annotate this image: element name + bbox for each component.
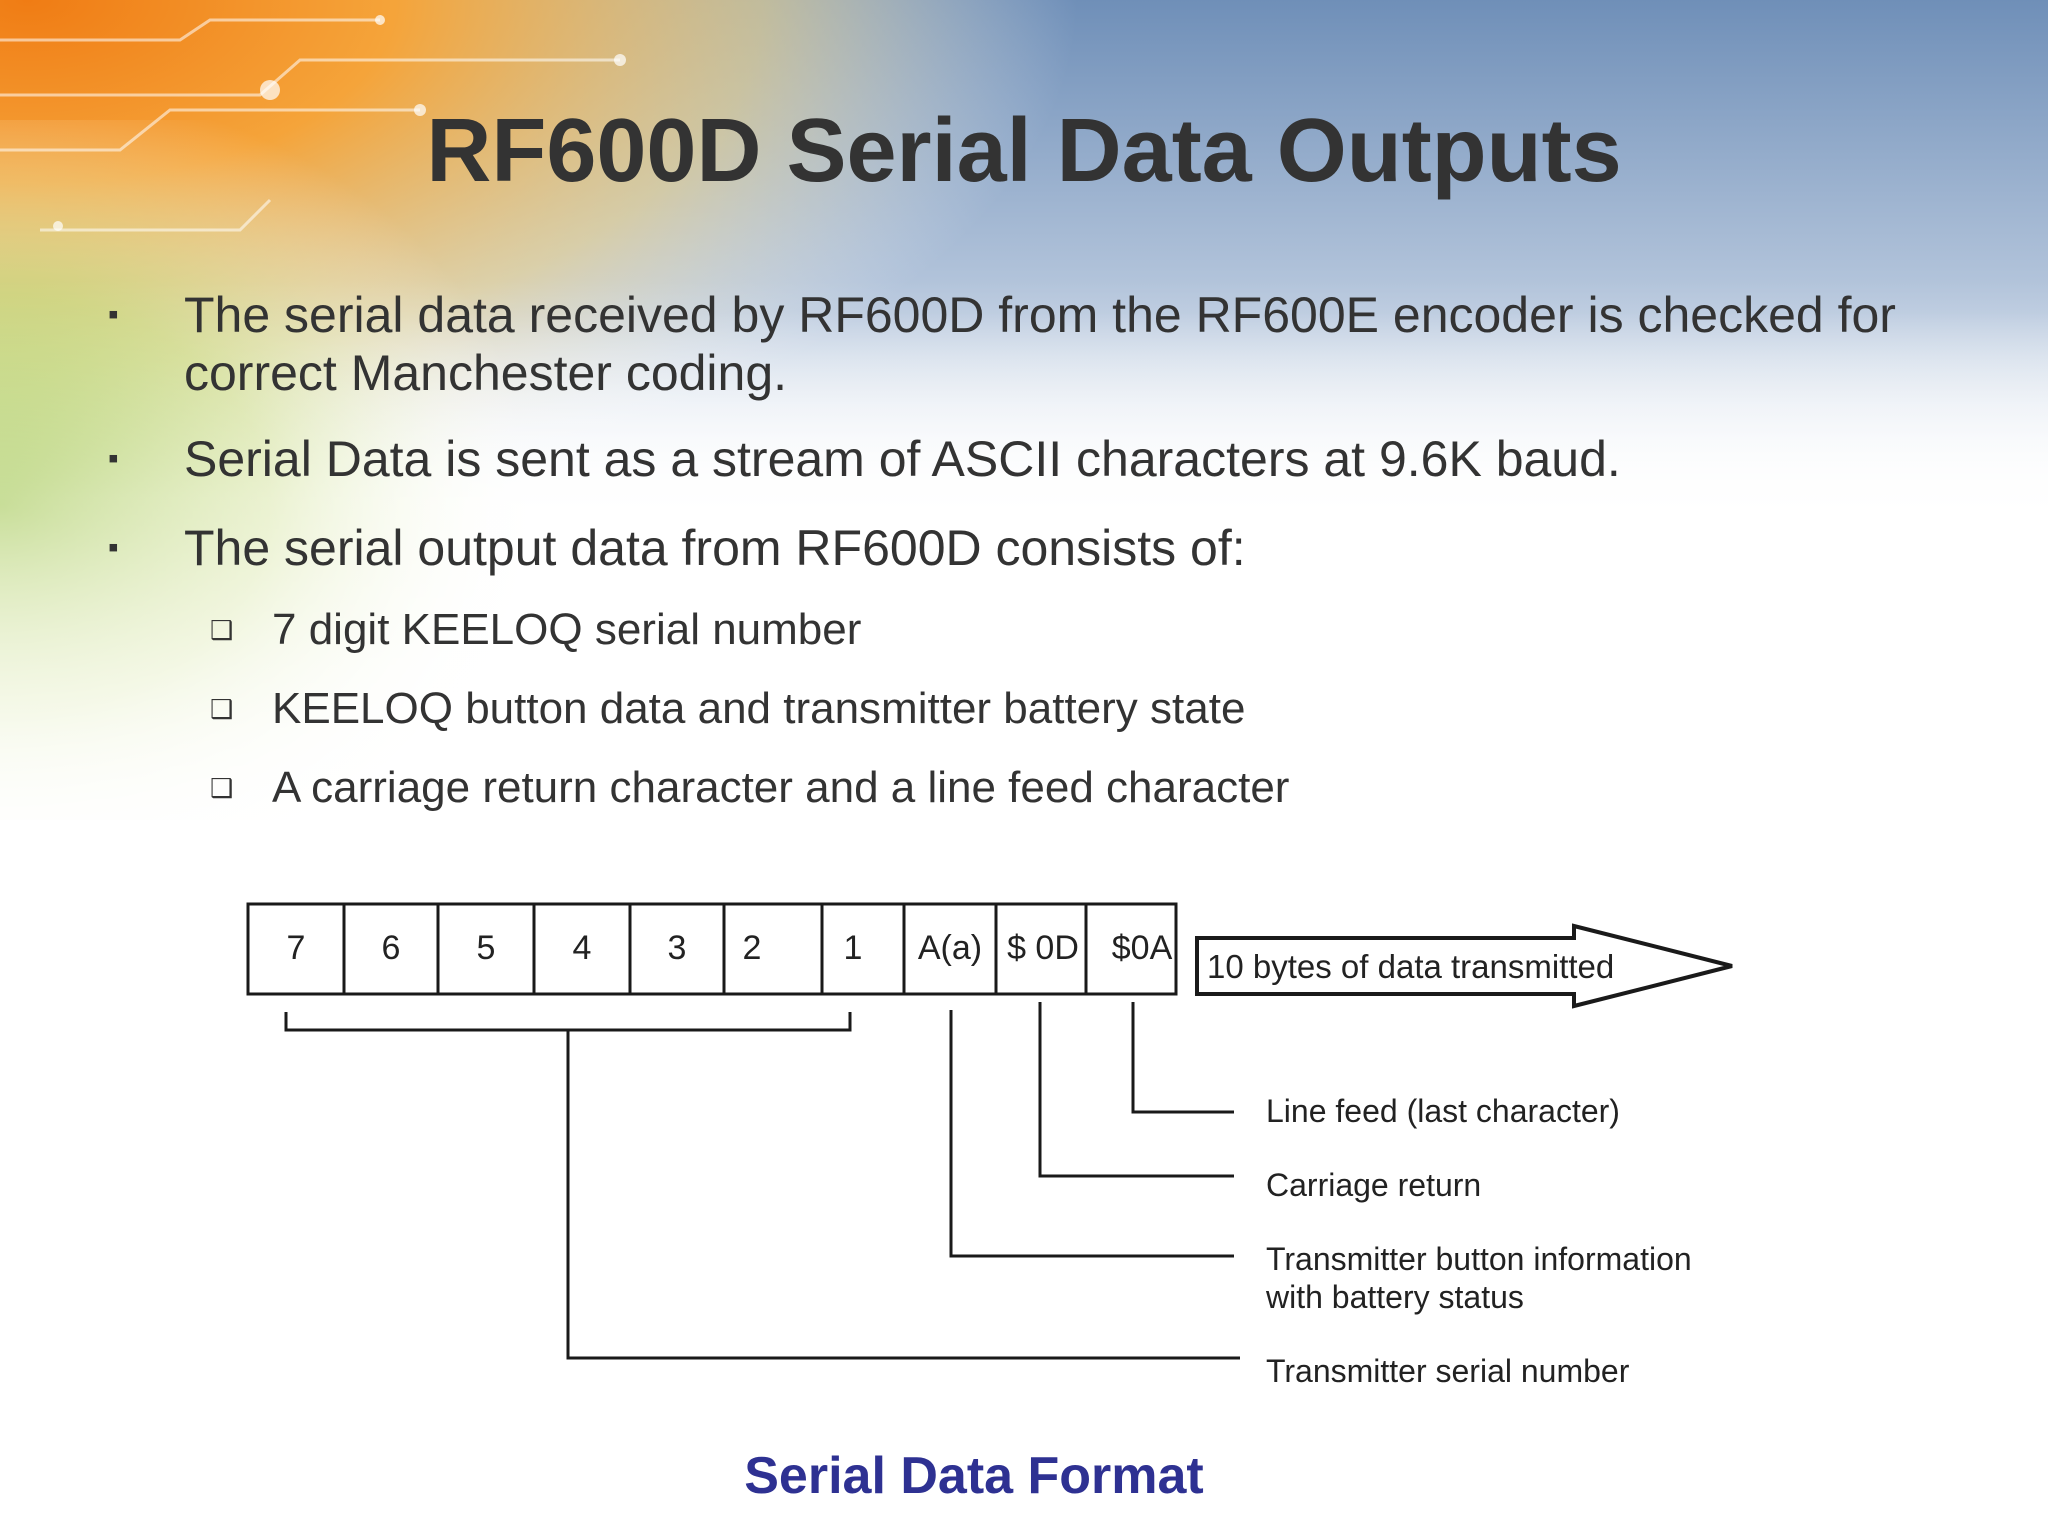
byte-cell [994,902,1088,996]
bullet-marker: ▪ [108,531,119,564]
transmission-arrow [1195,923,1733,1009]
carriage-return-label: Carriage return [1266,1167,1481,1203]
byte-cell-label: 7 [287,929,306,967]
sub-bullet-marker: ❑ [210,773,234,803]
cr-connector [1038,1002,1234,1178]
sub-bullet-text: 7 digit KEELOQ serial number [272,605,862,654]
byte-cell-label: 5 [477,929,496,967]
bullet-text: The serial data received by RF600D from … [184,287,1896,401]
sub-bullet-text: KEELOQ button data and transmitter batte… [272,684,1246,733]
byte-cell-label: $0A [1112,929,1173,967]
byte-cell [1084,902,1178,996]
byte-cell-label: $ 0D [1007,929,1079,967]
bullet-text: The serial output data from RF600D consi… [184,520,1246,576]
diagram-caption: Serial Data Format [744,1447,1204,1505]
byte-cell [902,902,998,996]
sub-bullet-text: A carriage return character and a line f… [272,763,1290,812]
bullet-marker: ▪ [108,442,119,475]
byte-cells [246,902,1178,996]
byte-cell [246,902,346,996]
slide-title: RF600D Serial Data Outputs [426,101,1622,201]
byte-cell-label: 4 [573,929,592,967]
arrow-label: 10 bytes of data transmitted [1207,948,1614,985]
button-info-label-line2: with battery status [1265,1279,1524,1315]
button-connector [949,1010,1234,1258]
sub-bullet-marker: ❑ [210,694,234,724]
byte-cell-label: 2 [743,929,762,967]
button-info-label-line1: Transmitter button information [1266,1241,1692,1277]
line-feed-label: Line feed (last character) [1266,1093,1620,1129]
byte-cell [722,902,824,996]
sub-bullet-marker: ❑ [210,615,234,645]
byte-cell-label: 6 [382,929,401,967]
serial-connector [566,1030,1240,1360]
byte-cell-label: A(a) [918,929,982,967]
serial-bracket [284,1012,852,1032]
byte-cell-label: 3 [668,929,687,967]
lf-connector [1131,1002,1234,1114]
byte-cell [628,902,726,996]
byte-cell [820,902,906,996]
bullet-marker: ▪ [108,298,119,331]
serial-number-label: Transmitter serial number [1266,1353,1630,1389]
byte-cell-label: 1 [844,929,863,967]
bullet-text: Serial Data is sent as a stream of ASCII… [184,431,1621,487]
